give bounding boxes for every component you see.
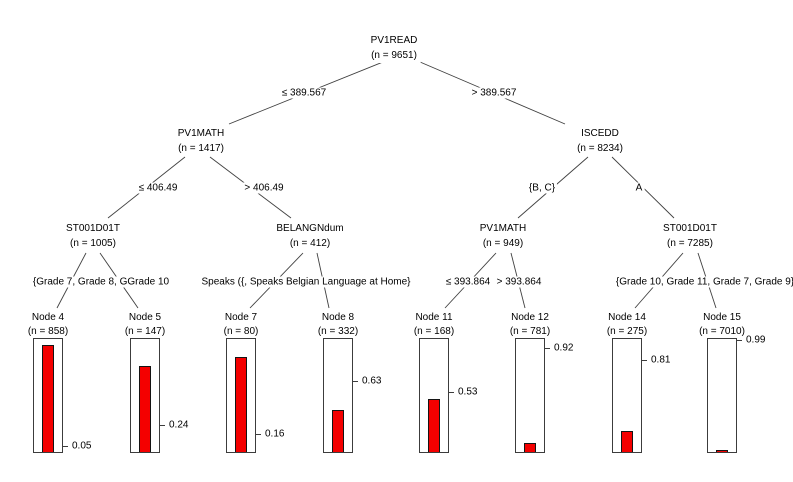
split-rule-label: A	[633, 182, 645, 194]
axis-tick-mark	[159, 425, 165, 426]
terminal-node-header: Node 7 (n = 80)	[223, 311, 259, 339]
tick-value-label: 0.92	[554, 342, 574, 354]
terminal-barplot-box: 0.16	[226, 338, 284, 453]
terminal-node-count: (n = 332)	[317, 326, 359, 337]
proportion-bar	[42, 345, 54, 452]
split-rule-label: > 393.864	[494, 276, 544, 288]
axis-tick-mark	[736, 340, 742, 341]
split-rule-label: {B, C}	[526, 182, 558, 194]
terminal-node-header: Node 14 (n = 275)	[606, 311, 648, 339]
node-variable-label: ISCEDD	[581, 128, 619, 139]
axis-tick-mark	[641, 360, 647, 361]
tick-value-label: 0.99	[746, 334, 766, 346]
terminal-node-count: (n = 858)	[27, 326, 69, 337]
terminal-node-title: Node 5	[128, 312, 162, 323]
split-rule-label: ≤ 406.49	[136, 182, 180, 194]
axis-tick-mark	[448, 392, 454, 393]
split-rule-label: > 389.567	[469, 87, 519, 99]
split-rule-label: > 406.49	[242, 182, 286, 194]
tick-value-label: 0.05	[72, 440, 92, 452]
terminal-node-count: (n = 80)	[223, 326, 259, 337]
split-rule-label: {Grade 7, Grade 8, GGrade 10	[30, 276, 172, 288]
node-count-label: (n = 949)	[482, 238, 524, 249]
proportion-bar	[332, 410, 344, 452]
terminal-node-title: Node 14	[608, 312, 646, 323]
internal-node: PV1READ (n = 9651)	[367, 33, 421, 63]
terminal-barplot-box: 0.63	[323, 338, 381, 453]
node-variable-label: PV1READ	[370, 35, 418, 46]
terminal-node-header: Node 5 (n = 147)	[124, 311, 166, 339]
split-rule-label: Speaks ({, Speaks Belgian Language at Ho…	[199, 276, 413, 288]
axis-tick-mark	[352, 381, 358, 382]
terminal-node-header: Node 4 (n = 858)	[27, 311, 69, 339]
proportion-bar	[621, 431, 633, 452]
proportion-bar	[428, 399, 440, 452]
internal-node: ST001D01T (n = 7285)	[660, 221, 720, 251]
node-count-label: (n = 9651)	[371, 50, 417, 61]
tick-value-label: 0.16	[265, 428, 285, 440]
terminal-node-count: (n = 781)	[509, 326, 551, 337]
terminal-node-header: Node 15 (n = 7010)	[699, 311, 745, 339]
terminal-barplot-box: 0.92	[515, 338, 573, 453]
terminal-node-count: (n = 7010)	[699, 326, 745, 337]
internal-node: PV1MATH (n = 1417)	[174, 126, 228, 156]
node-variable-label: PV1MATH	[177, 128, 225, 139]
terminal-node-title: Node 12	[511, 312, 549, 323]
tick-value-label: 0.24	[169, 419, 189, 431]
node-count-label: (n = 1005)	[70, 238, 116, 249]
terminal-barplot-box: 0.53	[419, 338, 477, 453]
terminal-barplot-box: 0.81	[612, 338, 670, 453]
split-rule-label: ≤ 389.567	[279, 87, 329, 99]
internal-node: PV1MATH (n = 949)	[476, 221, 530, 251]
proportion-bar	[716, 450, 728, 452]
node-variable-label: ST001D01T	[66, 223, 120, 234]
terminal-node-title: Node 8	[321, 312, 355, 323]
axis-tick-mark	[544, 348, 550, 349]
terminal-node-title: Node 7	[224, 312, 258, 323]
terminal-node-title: Node 4	[31, 312, 65, 323]
terminal-barplot-box: 0.99	[707, 335, 765, 453]
internal-node: ST001D01T (n = 1005)	[63, 221, 123, 251]
node-variable-label: PV1MATH	[479, 223, 527, 234]
terminal-barplot-box: 0.05	[33, 338, 91, 453]
internal-node: BELANGNdum (n = 412)	[273, 221, 347, 251]
node-count-label: (n = 7285)	[667, 238, 713, 249]
split-rule-label: ≤ 393.864	[443, 276, 493, 288]
axis-tick-mark	[62, 446, 68, 447]
proportion-bar	[235, 357, 247, 452]
terminal-node-header: Node 11 (n = 168)	[413, 311, 455, 339]
terminal-node-header: Node 8 (n = 332)	[317, 311, 359, 339]
terminal-node-count: (n = 168)	[413, 326, 455, 337]
node-count-label: (n = 1417)	[178, 143, 224, 154]
terminal-barplot-box: 0.24	[130, 338, 188, 453]
split-rule-label: {Grade 10, Grade 11, Grade 7, Grade 9}	[613, 276, 793, 288]
node-count-label: (n = 8234)	[577, 143, 623, 154]
node-variable-label: ST001D01T	[663, 223, 717, 234]
proportion-bar	[524, 443, 536, 452]
proportion-bar	[139, 366, 151, 452]
tick-value-label: 0.63	[362, 375, 382, 387]
node-variable-label: BELANGNdum	[276, 223, 344, 234]
terminal-node-title: Node 11	[415, 312, 453, 323]
terminal-node-title: Node 15	[703, 312, 741, 323]
terminal-node-count: (n = 275)	[606, 326, 648, 337]
terminal-node-count: (n = 147)	[124, 326, 166, 337]
tick-value-label: 0.53	[458, 386, 478, 398]
axis-tick-mark	[255, 434, 261, 435]
tick-value-label: 0.81	[651, 354, 671, 366]
terminal-node-header: Node 12 (n = 781)	[509, 311, 551, 339]
internal-node: ISCEDD (n = 8234)	[574, 126, 626, 156]
node-count-label: (n = 412)	[289, 238, 331, 249]
